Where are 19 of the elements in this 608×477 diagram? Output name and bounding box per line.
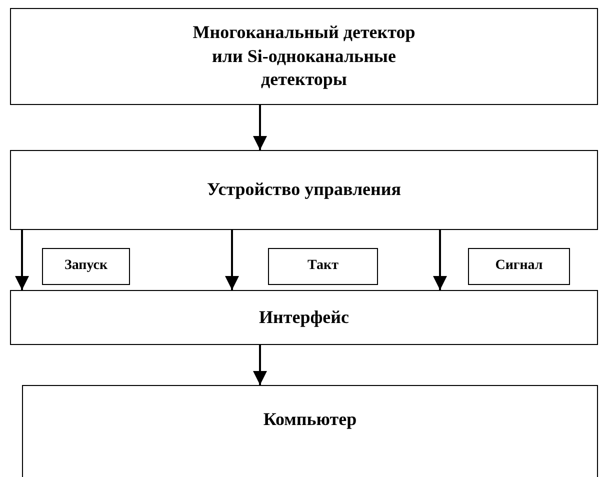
arrow [225,230,239,290]
block-text: Устройство управления [206,178,402,202]
block-text: Многоканальный детектор или Si-одноканальные детекторы [192,21,416,92]
block-box [10,150,598,230]
signal-label-box [268,248,378,285]
block-text: Такт [308,257,338,276]
arrow [253,105,267,150]
block-text: Интерфейс [258,306,350,329]
block-box [10,8,598,105]
signal-label-box [42,248,130,285]
block-text: Сигнал [495,257,543,276]
signal-label-box [468,248,570,285]
block-box [22,385,598,477]
block-text: Компьютер [263,408,357,431]
arrow [15,230,29,290]
block-text: Запуск [64,257,108,276]
arrow [253,345,267,385]
block-box [10,290,598,345]
arrow [433,230,447,290]
